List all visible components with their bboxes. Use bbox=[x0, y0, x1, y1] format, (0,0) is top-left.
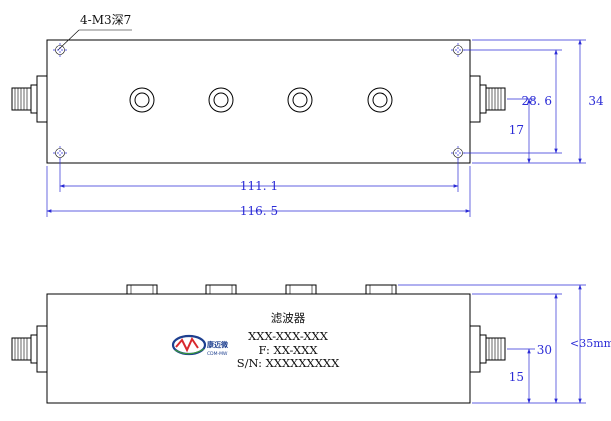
logo-name-text: 康迈微 bbox=[207, 340, 229, 349]
product-label: 滤波器 XXX-XXX-XXX F: XX-XXX S/N: XXXXXXXXX bbox=[237, 311, 340, 370]
dimension-hole-spacing: 111. 1 bbox=[59, 158, 459, 193]
dimension-side-body-height: 30 bbox=[472, 293, 562, 404]
label-serial-number: S/N: XXXXXXXXX bbox=[237, 356, 340, 370]
sma-connector-right bbox=[469, 75, 506, 123]
screw-head bbox=[285, 284, 317, 295]
mounting-hole-callout-text: 4-M3深7 bbox=[80, 13, 131, 27]
logo-subtext: CDM-MW bbox=[207, 351, 228, 357]
dimension-body-length-text: 116. 5 bbox=[240, 204, 278, 218]
dimension-side-body-height-text: 30 bbox=[537, 343, 552, 357]
screw-heads bbox=[126, 284, 397, 295]
sma-connector-side-right bbox=[469, 325, 506, 373]
tuning-screw bbox=[129, 87, 155, 113]
screw-head bbox=[126, 284, 158, 295]
sma-connector-side-left bbox=[11, 325, 48, 373]
sma-connector-left bbox=[11, 75, 48, 123]
dimension-body-height: 34 bbox=[472, 39, 604, 164]
dimension-hole-height-text: 28. 6 bbox=[521, 94, 552, 108]
label-product-name: 滤波器 bbox=[271, 311, 306, 325]
screw-head bbox=[365, 284, 397, 295]
tuning-screw bbox=[287, 87, 313, 113]
dimension-body-height-text: 34 bbox=[588, 94, 604, 108]
screw-head bbox=[205, 284, 237, 295]
tuning-screws bbox=[129, 87, 393, 113]
tuning-screw bbox=[367, 87, 393, 113]
dimension-side-max-height-text: <35mm bbox=[570, 337, 611, 350]
dimension-side-max-height: <35mm bbox=[398, 284, 611, 404]
mounting-hole-callout: 4-M3深7 bbox=[57, 13, 132, 51]
top-view-body bbox=[46, 39, 471, 164]
dimension-hole-height: 28. 6 bbox=[464, 49, 562, 154]
dimension-side-port-offset: 15 bbox=[507, 348, 535, 404]
dimension-hole-spacing-text: 111. 1 bbox=[240, 179, 278, 193]
company-logo: 康迈微 CDM-MW bbox=[171, 334, 229, 357]
mounting-hole bbox=[55, 148, 65, 158]
tuning-screw bbox=[208, 87, 234, 113]
mounting-hole bbox=[453, 148, 463, 158]
mounting-holes bbox=[53, 43, 465, 160]
dimension-port-offset: 17 bbox=[507, 98, 535, 164]
label-frequency: F: XX-XXX bbox=[258, 343, 318, 357]
dimension-body-length: 116. 5 bbox=[46, 166, 471, 218]
mounting-hole bbox=[55, 45, 65, 55]
top-view: 4-M3深7 bbox=[11, 13, 604, 218]
dimension-side-port-offset-text: 15 bbox=[509, 370, 524, 384]
dimension-port-offset-text: 17 bbox=[509, 123, 524, 137]
mounting-hole bbox=[453, 45, 463, 55]
side-view: 康迈微 CDM-MW 滤波器 XXX-XXX-XXX F: XX-XXX S/N… bbox=[11, 284, 611, 404]
label-model-number: XXX-XXX-XXX bbox=[248, 329, 329, 343]
